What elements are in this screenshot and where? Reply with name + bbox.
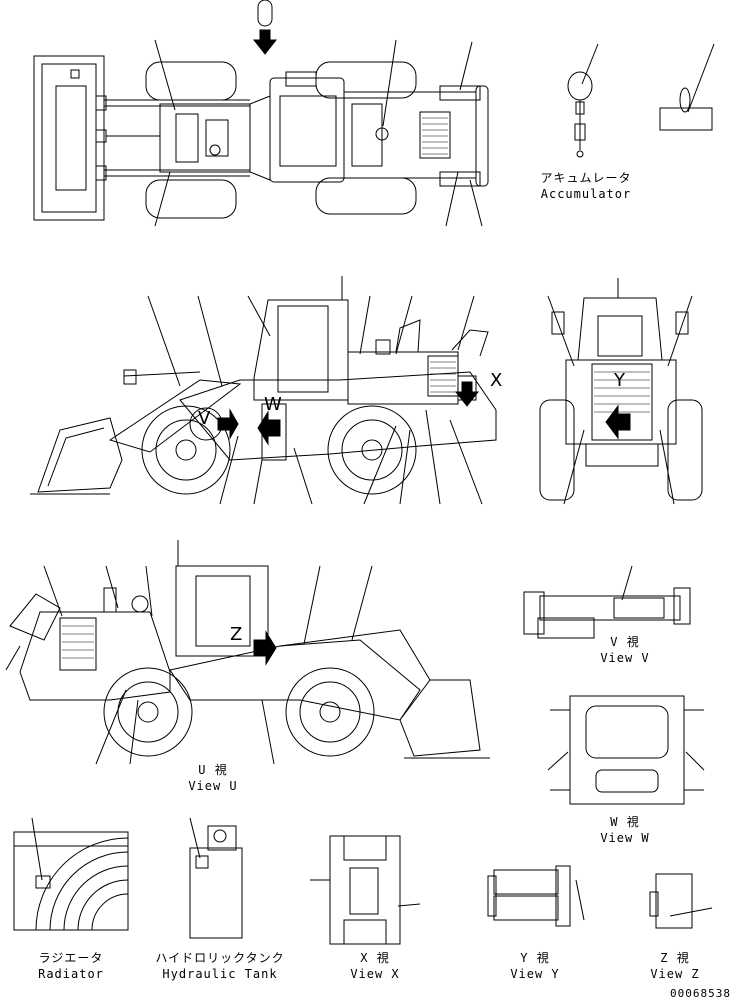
side-view-right xyxy=(5,540,490,765)
caption-view-y: Y 視 View Y xyxy=(510,951,560,981)
caption-view-u: U 視 View U xyxy=(188,763,238,793)
accumulator-figure xyxy=(567,43,599,158)
hydraulic-tank-detail xyxy=(189,817,243,939)
caption-radiator: ラジエータ Radiator xyxy=(38,951,104,981)
marker-z: Z xyxy=(230,624,244,645)
caption-hydraulic-tank: ハイドロリックタンク Hydraulic Tank xyxy=(155,951,285,981)
view-z-detail xyxy=(649,873,713,929)
drawing-number: 00068538 xyxy=(670,987,731,1000)
caption-accumulator: アキュムレータ Accumulator xyxy=(540,171,632,201)
marker-x: X xyxy=(490,370,504,391)
side-view-left xyxy=(30,276,497,505)
view-v-detail xyxy=(523,565,691,639)
marker-v: V xyxy=(198,408,212,429)
caption-view-z: Z 視 View Z xyxy=(650,951,700,981)
rear-view xyxy=(539,278,703,505)
marker-y: Y xyxy=(614,370,626,391)
view-y-detail xyxy=(487,865,585,927)
view-w-detail xyxy=(547,695,705,805)
plate-figure xyxy=(659,43,715,131)
marker-w: W xyxy=(264,394,283,415)
caption-view-v: V 視 View V xyxy=(600,635,650,665)
top-view-loader xyxy=(33,39,489,227)
view-x-detail xyxy=(310,835,421,945)
caption-view-x: X 視 View X xyxy=(350,951,400,981)
caption-view-w: W 視 View W xyxy=(600,815,650,845)
radiator-detail xyxy=(13,817,129,931)
view-u-arrow xyxy=(252,0,278,55)
